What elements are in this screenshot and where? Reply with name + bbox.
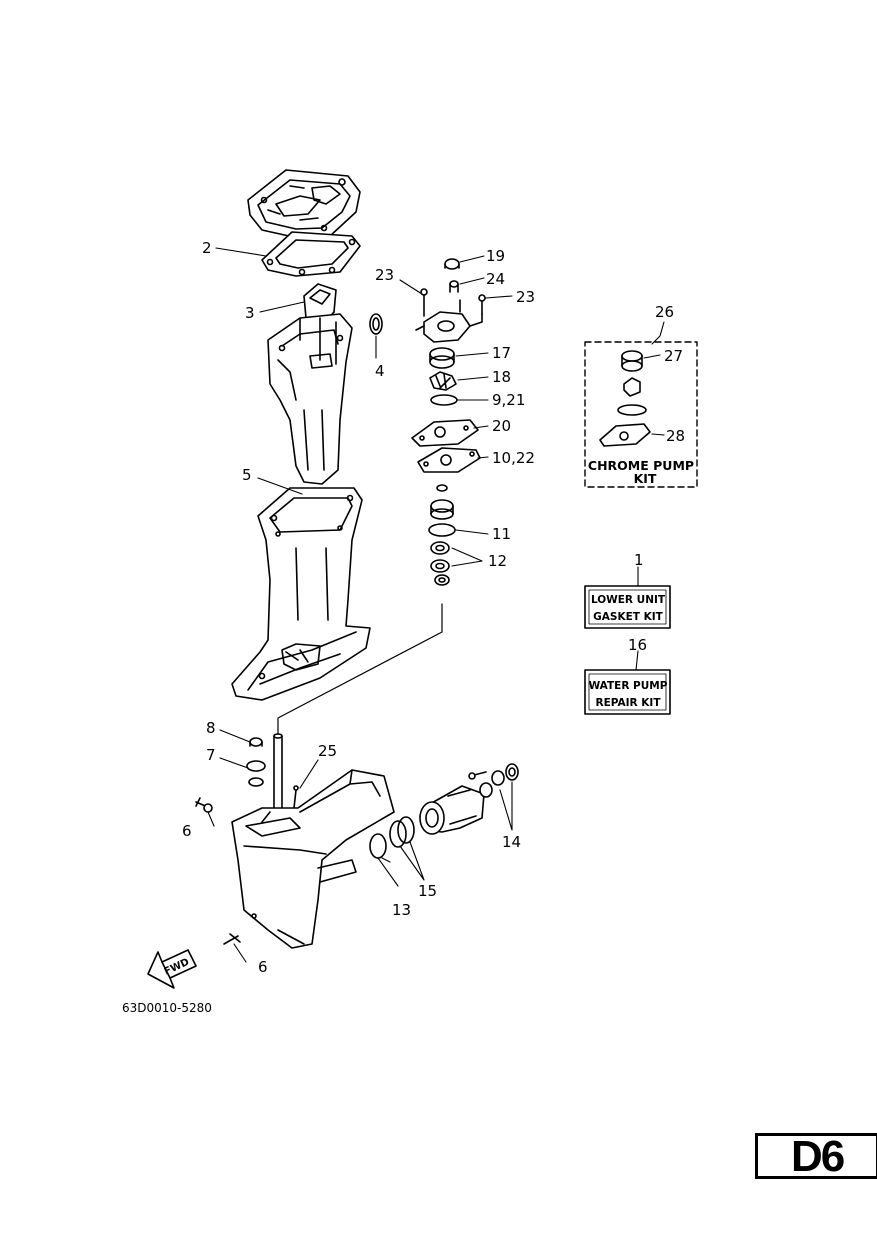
callout-16: 16	[628, 636, 647, 654]
callout-27: 27	[664, 347, 683, 365]
gasket-10-22	[417, 447, 481, 473]
callout-26: 26	[655, 303, 674, 321]
upper-gasket	[261, 231, 361, 277]
callout-25: 25	[318, 742, 337, 760]
diagram-part-number: 63D0010-5280	[122, 1001, 212, 1015]
drive-shaft-housing	[231, 487, 371, 701]
callout-23-right: 23	[516, 288, 535, 306]
callout-23-left: 23	[375, 266, 394, 284]
water-pump-kit-line2: REPAIR KIT	[596, 697, 662, 709]
fwd-arrow-icon	[147, 949, 197, 989]
oil-seals-12	[430, 541, 450, 573]
lower-gearcase	[231, 769, 395, 949]
callout-6-upper: 6	[182, 822, 192, 840]
callout-15: 15	[418, 882, 437, 900]
callout-8: 8	[206, 719, 216, 737]
callout-6-lower: 6	[258, 958, 268, 976]
callout-13: 13	[392, 901, 411, 919]
o-rings-15	[389, 816, 415, 848]
lower-unit-kit-line2: GASKET KIT	[593, 611, 663, 623]
bolt-14	[468, 771, 487, 780]
bolt-25	[293, 785, 299, 809]
chrome-pump-kit-line1: CHROME PUMP	[588, 458, 694, 473]
pump-insert-17	[429, 347, 455, 369]
drive-shaft	[273, 603, 443, 821]
callout-24: 24	[486, 270, 505, 288]
page-badge: D6	[755, 1132, 877, 1181]
pump-housing	[415, 299, 483, 343]
lower-unit-kit-line1: LOWER UNIT	[591, 594, 666, 606]
callout-12: 12	[488, 552, 507, 570]
page-badge-label: D6	[791, 1132, 845, 1181]
washer	[434, 574, 450, 586]
water-pump-kit-line1: WATER PUMP	[589, 680, 668, 692]
grommet-7	[246, 760, 266, 787]
impeller-18	[429, 371, 457, 391]
callout-7: 7	[206, 746, 216, 764]
o-ring-11	[428, 523, 456, 537]
callout-11: 11	[492, 525, 511, 543]
oil-seal-4	[369, 313, 383, 335]
lower-unit-gasket-kit-box	[584, 585, 671, 629]
bolt-6-upper	[195, 797, 213, 813]
callout-28: 28	[666, 427, 685, 445]
callout-3: 3	[245, 304, 255, 322]
gasket-9-21	[430, 394, 458, 406]
callout-18: 18	[492, 368, 511, 386]
callout-5: 5	[242, 466, 252, 484]
exhaust-plate	[247, 169, 361, 239]
nut-8	[249, 737, 263, 747]
callout-4: 4	[375, 362, 385, 380]
callout-10-22: 10,22	[492, 449, 535, 467]
callout-2: 2	[202, 239, 212, 257]
pump-bolts-top	[420, 258, 486, 317]
oil-seal-housing	[430, 484, 454, 520]
upper-casing	[267, 313, 353, 485]
callout-17: 17	[492, 344, 511, 362]
bearings-14	[479, 763, 519, 798]
water-pump-repair-kit-box	[584, 669, 671, 715]
o-ring-13	[369, 833, 387, 859]
chrome-pump-kit-box	[584, 341, 698, 488]
callout-19: 19	[486, 247, 505, 265]
chrome-pump-kit-line2: KIT	[634, 471, 657, 486]
callout-1: 1	[634, 551, 644, 569]
bolt-6-lower	[223, 933, 241, 945]
callout-14: 14	[502, 833, 521, 851]
callout-20: 20	[492, 417, 511, 435]
callout-9-21: 9,21	[492, 391, 525, 409]
outer-plate-20	[411, 419, 479, 447]
prop-shaft-housing	[419, 785, 485, 835]
